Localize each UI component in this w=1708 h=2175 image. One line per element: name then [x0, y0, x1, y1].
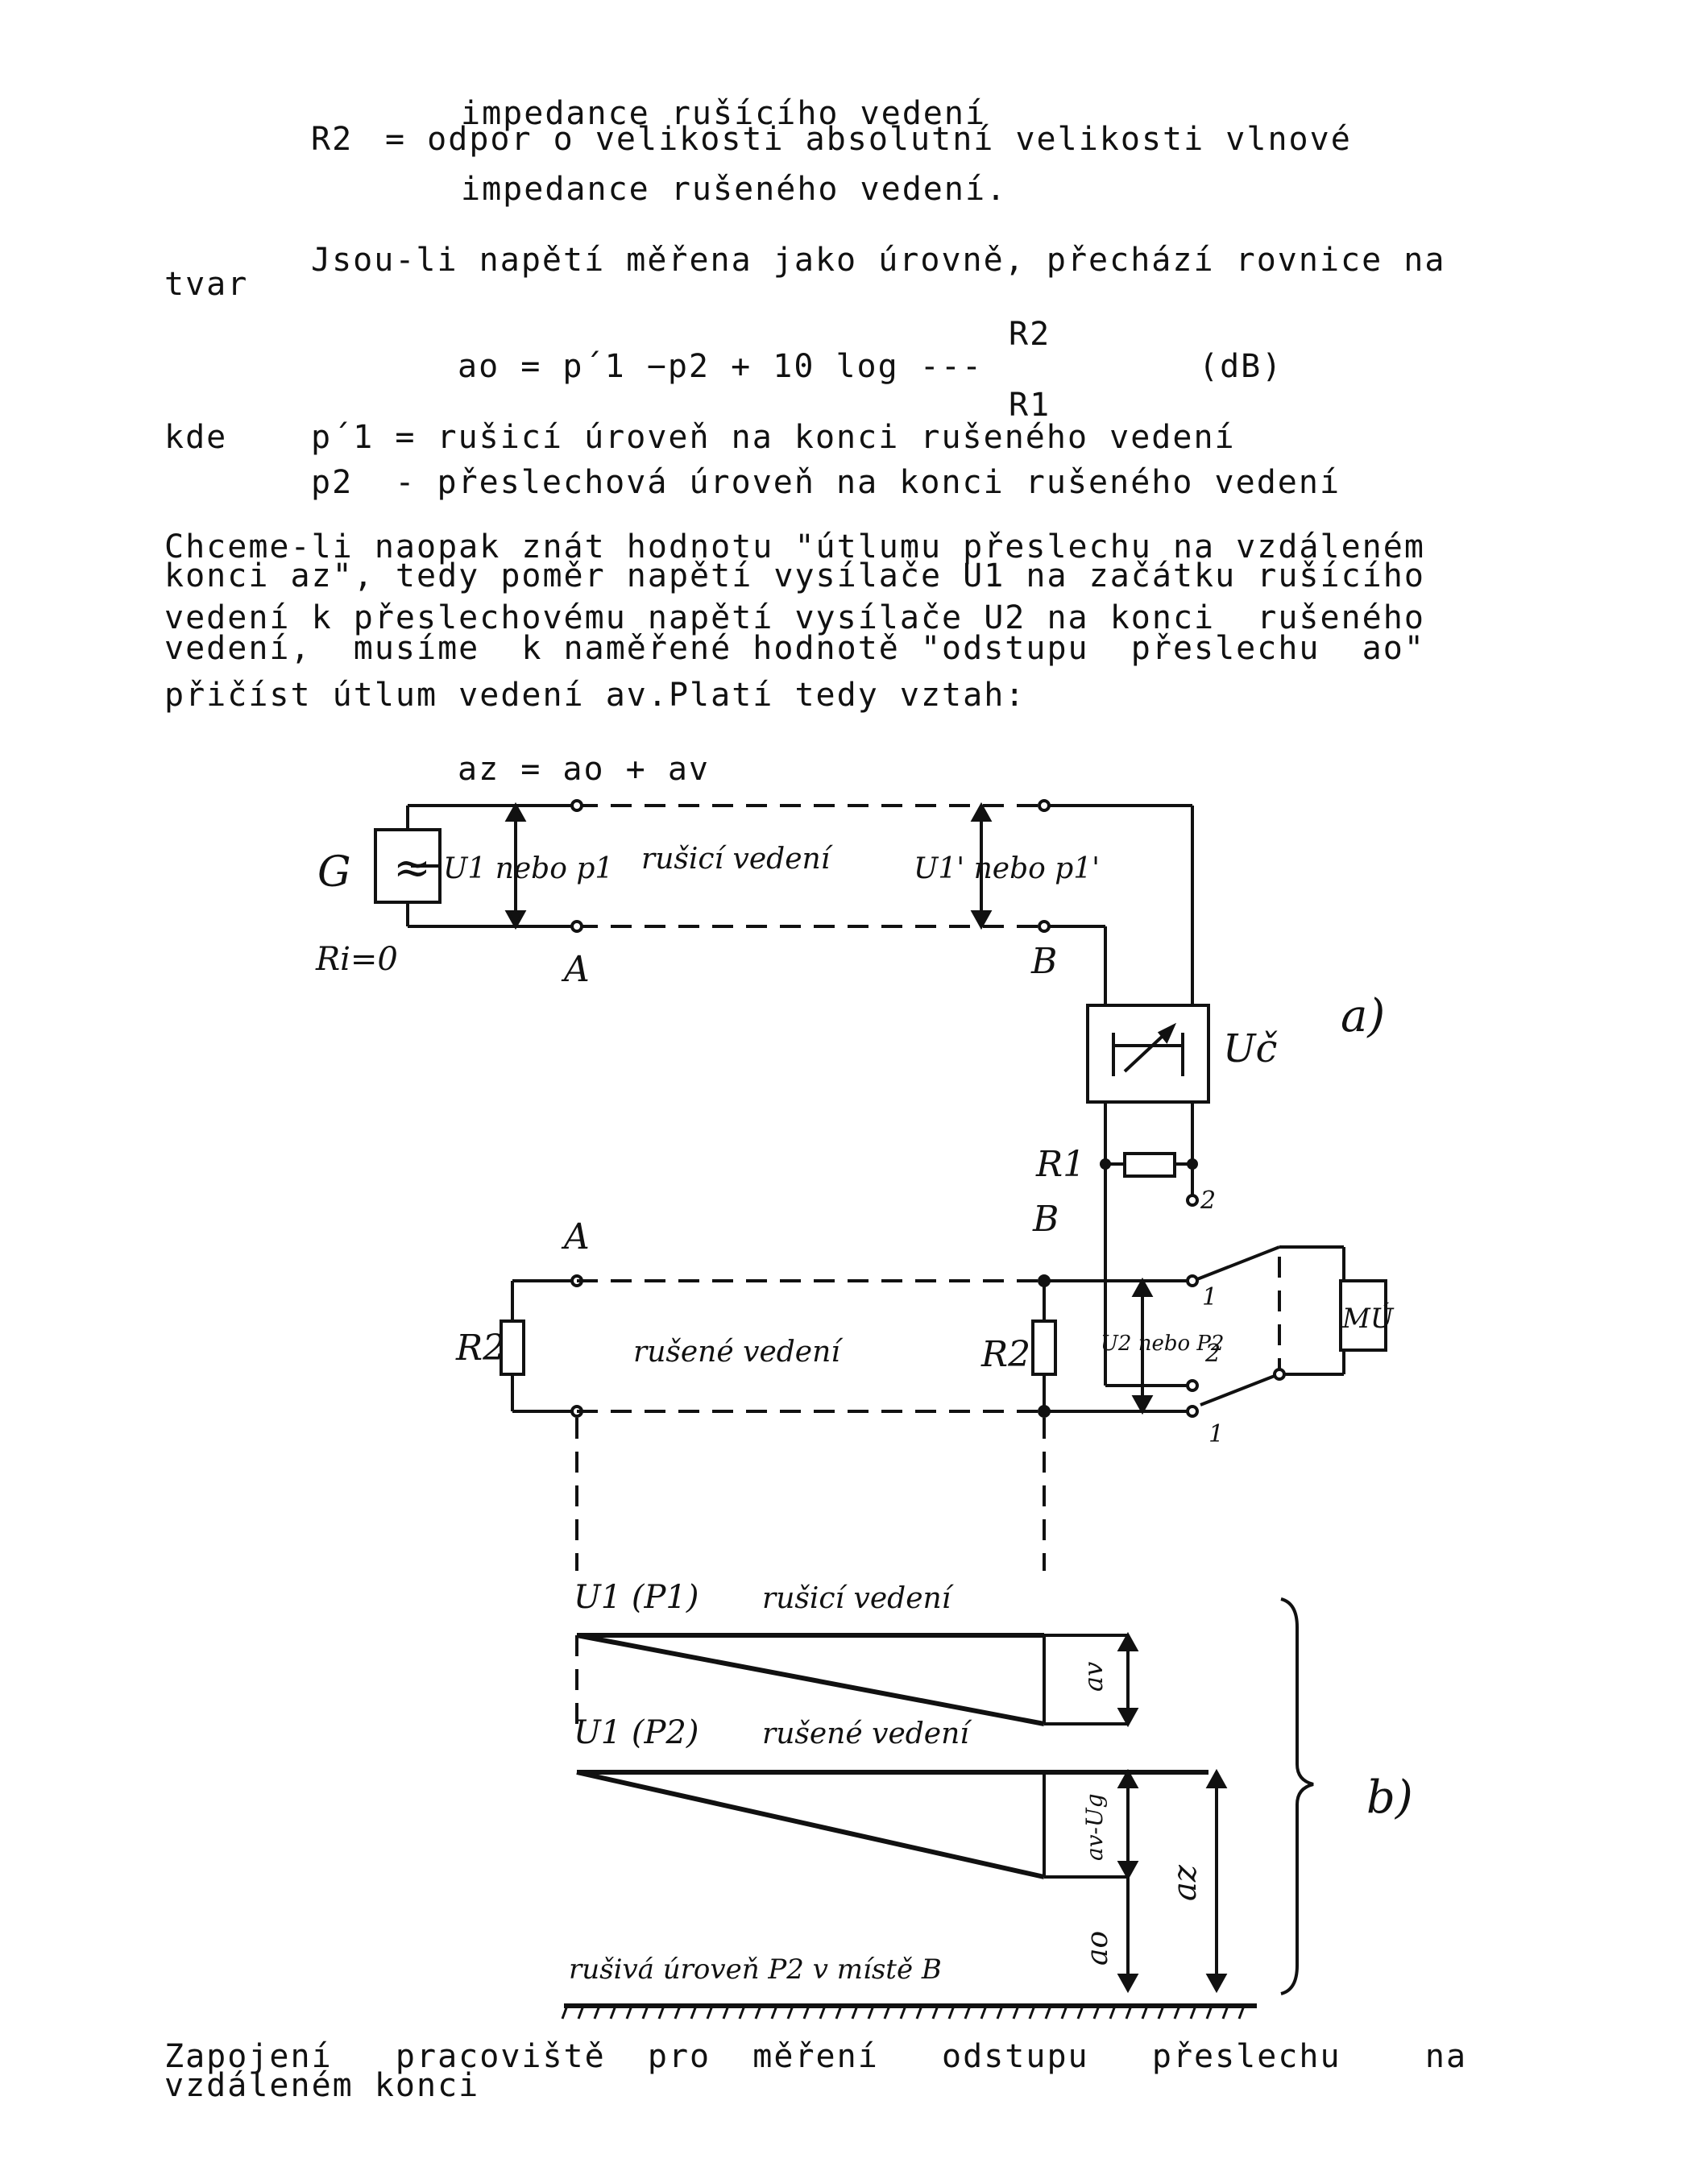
label-b-u1-p2: U1 (P2) [574, 1714, 699, 1751]
definition-p2: p2 - přeslechová úroveň na konci rušenéh… [311, 464, 1341, 501]
paragraph-2-line-1: Chceme-li naopak znát hodnotu "útlumu př… [164, 528, 1425, 566]
ground-hatch [561, 2005, 1246, 2020]
label-u1-left: U1 nebo p1 [443, 852, 613, 885]
label-u2: U2 nebo P2 [1101, 1332, 1224, 1356]
caption-line-1: Zapojení pracoviště pro měření odstupu p… [164, 2038, 1468, 2075]
formula-denominator: R1 [1009, 387, 1051, 424]
label-b-mid: B [1032, 1199, 1059, 1240]
label-b-top: B [1030, 941, 1057, 982]
label-meter: MÚ [1341, 1302, 1395, 1335]
paragraph-1-line-1: Jsou-li napětí měřena jako úrovně, přech… [311, 242, 1446, 279]
label-switch-1-bottom: 1 [1208, 1420, 1224, 1448]
label-part-a: a) [1341, 990, 1385, 1042]
label-attenuator: Uč [1223, 1026, 1277, 1071]
label-b-az: az [1167, 1864, 1204, 1901]
label-ri: Ri=0 [315, 941, 398, 978]
label-a-mid: A [561, 1216, 590, 1257]
paragraph-1-line-2: tvar [164, 266, 249, 303]
label-switch-2-bottom: 2 [1204, 1340, 1221, 1368]
label-u1-right: U1' nebo p1' [914, 852, 1100, 885]
r2-right-resistor [1031, 1320, 1057, 1376]
label-rusici-vedeni: rušicí vedení [641, 843, 834, 876]
paragraph-2-line-4: vedení, musíme k naměřené hodnotě "odstu… [164, 630, 1425, 667]
label-r1: R1 [1035, 1144, 1085, 1185]
paragraph-2-line-3: vedení k přeslechovému napětí vysílače U… [164, 599, 1425, 636]
formula-unit: (dB) [1199, 348, 1283, 385]
label-r2-left: R2 [455, 1328, 505, 1369]
r1-resistor [1123, 1152, 1176, 1178]
label-part-b: b) [1366, 1771, 1413, 1824]
label-b-rusene: rušené vedení [762, 1717, 972, 1750]
attenuator-box [1086, 1004, 1210, 1104]
text-r2-label: R2 [311, 121, 354, 158]
label-generator: G [317, 848, 351, 897]
definition-p1: p´1 = rušicí úroveň na konci rušeného ve… [311, 419, 1236, 456]
label-b-u1: U1 (P1) [574, 1579, 699, 1616]
paragraph-2-line-5: přičíst útlum vedení av.Platí tedy vztah… [164, 677, 1026, 714]
label-rusene-vedeni: rušené vedení [633, 1336, 844, 1369]
label-b-rusici: rušicí vedení [762, 1582, 955, 1615]
label-switch-2-top: 2 [1200, 1187, 1216, 1215]
caption-line-2: vzdáleném konci [164, 2067, 480, 2104]
paragraph-2-line-2: konci az", tedy poměr napětí vysílače U1… [164, 557, 1425, 594]
text-line-impedance-1: impedance rušícího vedení [461, 95, 987, 132]
formula-az: az = ao + av [458, 751, 710, 788]
label-b-av: av [1078, 1662, 1109, 1692]
label-b-ao: ao [1081, 1931, 1114, 1966]
label-switch-1-top: 1 [1202, 1283, 1217, 1311]
kde-label: kde [164, 419, 228, 456]
meter-box [1339, 1279, 1387, 1352]
formula-numerator: R2 [1009, 316, 1051, 353]
label-a-top: A [561, 949, 590, 990]
label-r2-right: R2 [980, 1334, 1030, 1375]
label-noise-level: rušivá úroveň P2 v místě B [569, 1953, 942, 1986]
generator-symbol-icon: ≈ [393, 842, 431, 894]
text-r2-definition: = odpor o velikosti absolutní velikosti … [385, 121, 1352, 158]
text-line-impedance-2: impedance rušeného vedení. [461, 171, 1008, 208]
formula-main: ao = p´1 −p2 + 10 log --- [458, 348, 984, 385]
label-b-av-ug: av-Ug [1081, 1794, 1108, 1862]
